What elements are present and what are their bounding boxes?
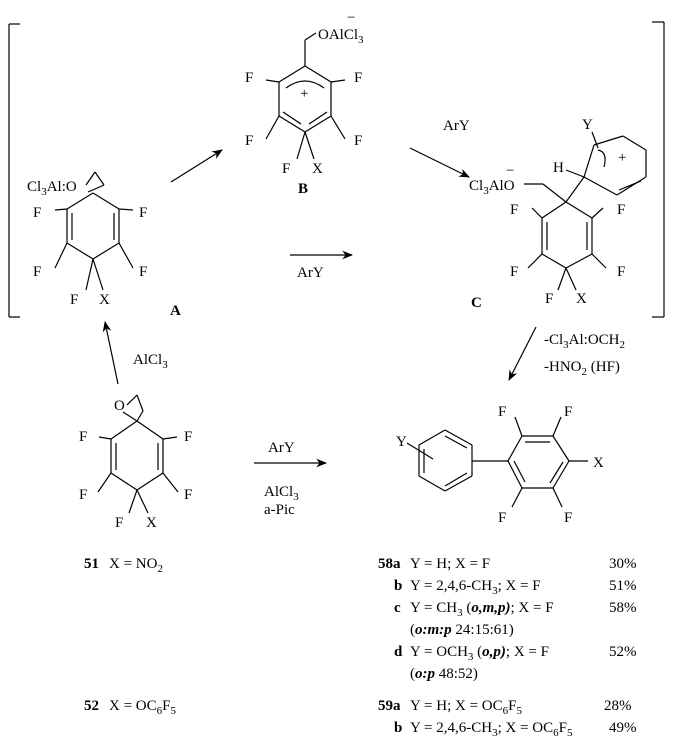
structure-C: Cl3AlO − F F F F F X + H [469,117,647,311]
atom-F: F [617,264,625,280]
atom-F: F [354,133,362,149]
reagent-ary: ArY [268,440,295,456]
atom-H: H [553,160,564,176]
reagent-ary: ArY [297,265,324,281]
arrow-A-to-B [170,149,223,183]
reagent-alcl3: AlCl3 [264,484,299,503]
substituent-52: X = OC6F5 [109,698,176,717]
label-51: 51 [84,556,99,572]
reagent-elim-1: -Cl3Al:OCH2 [544,332,625,351]
atom-F: F [139,264,147,280]
label-C: C [471,295,482,311]
charge-minus: − [506,163,514,179]
atom-F: F [184,429,192,445]
right-bracket [652,21,665,318]
atom-Y: Y [396,434,407,450]
structure-product: Y F F X F F [396,404,604,526]
charge-plus: + [618,150,626,166]
entry-yield: 52% [609,644,637,660]
entry-yield: 28% [604,698,632,714]
atom-F: F [282,161,290,177]
entry-text: (o:p 48:52) [410,666,478,682]
atom-F: F [139,205,147,221]
atom-X: X [312,161,323,177]
atom-F: F [245,133,253,149]
structure-51: O F F F F F X [79,394,192,531]
arrow-51-to-A [102,320,119,385]
charge-minus: − [347,10,355,26]
label-52: 52 [84,698,99,714]
atom-F: F [564,404,572,420]
entry-text: (o:m:p 24:15:61) [410,622,514,638]
atom-F: F [245,70,253,86]
atom-cl3alo: Cl3AlO [469,178,515,197]
left-bracket [8,23,20,318]
atom-F: F [498,404,506,420]
atom-F: F [510,202,518,218]
entry-text: Y = H; X = OC6F5 [410,698,522,717]
entry-id: c [394,600,401,616]
entry-text: Y = H; X = F [410,556,490,572]
atom-F: F [510,264,518,280]
arrow-B-to-C [409,147,470,178]
atom-X: X [576,291,587,307]
entry-yield: 51% [609,578,637,594]
atom-F: F [79,429,87,445]
entry-yield: 30% [609,556,637,572]
reagent-elim-2: -HNO2 (HF) [544,359,620,378]
entry-id: d [394,644,403,660]
atom-F: F [70,292,78,308]
reagent-ary: ArY [443,118,470,134]
entry-text: Y = CH3 (o,m,p); X = F [410,600,554,619]
arrow-C-to-product [508,326,537,381]
structure-A: Cl3Al:O F F F F F X A [27,171,181,319]
atom-F: F [33,264,41,280]
atom-F: F [564,510,572,526]
label-A: A [170,303,181,319]
atom-F: F [33,205,41,221]
reagent-apic: a-Pic [264,502,295,518]
label-B: B [298,181,308,197]
entry-yield: 49% [609,720,637,736]
atom-F: F [354,70,362,86]
entry-id: 59a [378,698,401,714]
atom-X: X [593,455,604,471]
atom-F: F [545,291,553,307]
atom-X: X [99,292,110,308]
substituent-51: X = NO2 [109,556,163,575]
atom-F: F [617,202,625,218]
charge-plus: + [300,86,308,102]
atom-F: F [115,515,123,531]
atom-Y: Y [582,117,593,133]
atom-F: F [498,510,506,526]
atom-X: X [146,515,157,531]
entry-text: Y = OCH3 (o,p); X = F [410,644,549,663]
reagent-alcl3: AlCl3 [133,352,168,371]
entry-text: Y = 2,4,6-CH3; X = F [410,578,541,597]
atom-oalcl3: OAlCl3 [318,27,364,46]
atom-cl3al-o: Cl3Al:O [27,179,77,198]
entry-text: Y = 2,4,6-CH3; X = OC6F5 [410,720,573,739]
atom-O: O [114,398,125,414]
entry-id: b [394,578,402,594]
atom-F: F [79,487,87,503]
structure-B: OAlCl3 − + F F F F F X B [245,10,364,197]
entry-yield: 58% [609,600,637,616]
entry-id: 58a [378,556,401,572]
atom-F: F [184,487,192,503]
entry-id: b [394,720,402,736]
